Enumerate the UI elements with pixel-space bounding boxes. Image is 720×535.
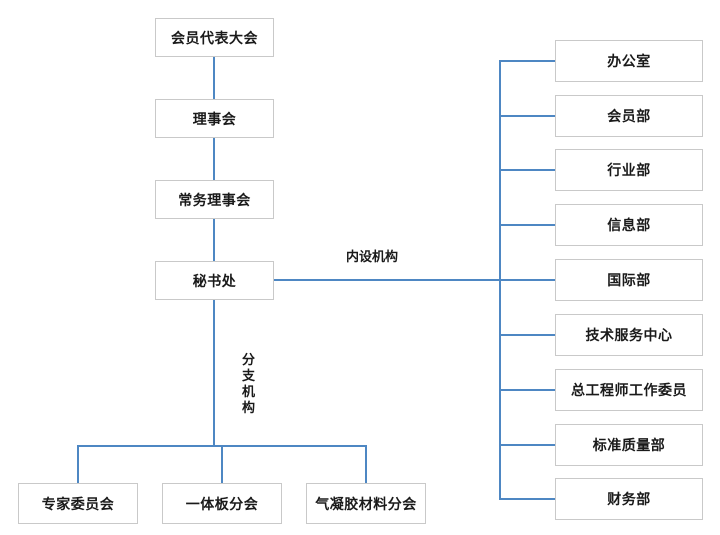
node-office[interactable]: 办公室 [555,40,703,82]
branch-stub-finance [499,498,556,500]
branch-stub-technical-service [499,334,556,336]
node-industry-department[interactable]: 行业部 [555,149,703,191]
node-membership-department[interactable]: 会员部 [555,95,703,137]
node-finance-department[interactable]: 财务部 [555,478,703,520]
node-integrated-board-branch[interactable]: 一体板分会 [162,483,282,524]
edge-label-branch-organizations: 分支机构 [240,350,257,418]
node-standards-quality-department[interactable]: 标准质量部 [555,424,703,466]
node-council[interactable]: 理事会 [155,99,274,138]
branch-stub-standards-quality [499,444,556,446]
node-expert-committee[interactable]: 专家委员会 [18,483,138,524]
node-secretariat[interactable]: 秘书处 [155,261,274,300]
edge-label-internal-departments: 内设机构 [342,245,403,266]
connector-secretariat-to-internal-trunk [274,279,501,281]
branch-stub-office [499,60,556,62]
node-aerogel-material-branch[interactable]: 气凝胶材料分会 [306,483,426,524]
node-technical-service-center[interactable]: 技术服务中心 [555,314,703,356]
node-standing-council[interactable]: 常务理事会 [155,180,274,219]
node-assembly[interactable]: 会员代表大会 [155,18,274,57]
branch-stub-membership [499,115,556,117]
branch-drop-aerogel-material [365,445,367,483]
branch-stub-chief-engineer [499,389,556,391]
connector-secretariat-to-branches [213,300,215,446]
connector-assembly-to-council [213,57,215,99]
branch-stub-industry [499,169,556,171]
node-chief-engineer-committee[interactable]: 总工程师工作委员 [555,369,703,411]
node-international-department[interactable]: 国际部 [555,259,703,301]
branch-drop-integrated-board [221,445,223,483]
branch-stub-international [499,279,556,281]
connector-council-to-standing-council [213,138,215,180]
branch-stub-information [499,224,556,226]
branch-drop-expert-committee [77,445,79,483]
node-information-department[interactable]: 信息部 [555,204,703,246]
connector-standing-council-to-secretariat [213,219,215,261]
